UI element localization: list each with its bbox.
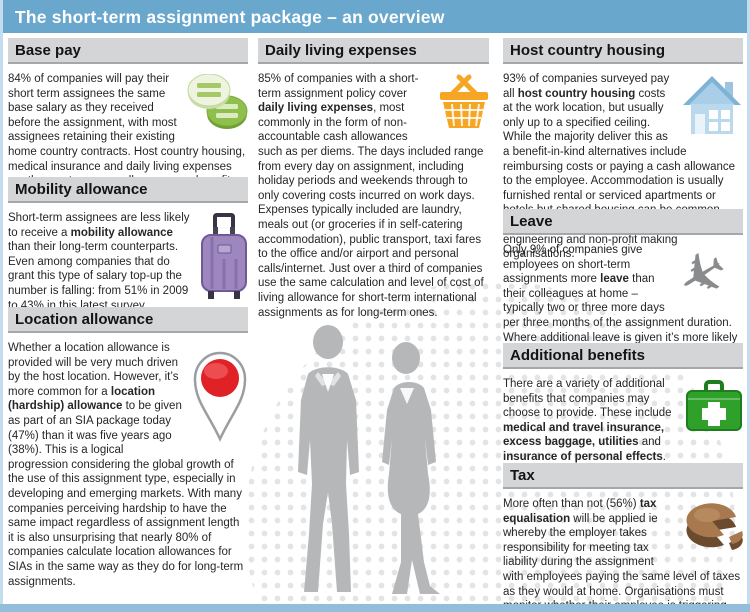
section-additional-benefits-header: Additional benefits (503, 343, 743, 369)
shopping-basket-icon (439, 74, 489, 135)
page-title: The short-term assignment package – an o… (15, 7, 445, 27)
section-tax: Tax More often than not (56%) tax equali… (503, 463, 743, 612)
section-daily-living-expenses: Daily living expenses 85% of companies w… (258, 38, 489, 320)
section-leave: Leave ✈ Only 9% of companies give employ… (503, 209, 743, 360)
map-pin-icon (192, 343, 248, 448)
woman-silhouette (382, 342, 440, 594)
equal-coins-icon (186, 73, 248, 135)
section-location-allowance: Location allowance Whether a location al… (8, 307, 248, 589)
airplane-icon: ✈ (665, 235, 741, 317)
section-host-country-housing-header: Host country housing (503, 38, 743, 64)
section-mobility-allowance-header: Mobility allowance (8, 177, 248, 203)
section-base-pay-header: Base pay (8, 38, 248, 64)
section-location-allowance-header: Location allowance (8, 307, 248, 333)
section-tax-header: Tax (503, 463, 743, 489)
page-left-border (0, 0, 3, 612)
first-aid-kit-icon (685, 379, 743, 438)
section-additional-benefits: Additional benefits There are a variety … (503, 343, 743, 465)
section-daily-living-expenses-header: Daily living expenses (258, 38, 489, 64)
house-icon (681, 74, 743, 141)
suitcase-icon (200, 213, 248, 306)
section-daily-living-expenses-text: 85% of companies with a short-term assig… (258, 73, 484, 319)
page-right-border (747, 0, 750, 612)
page-bottom-strip (0, 604, 750, 612)
section-leave-header: Leave (503, 209, 743, 235)
section-additional-benefits-text: There are a variety of additional benefi… (503, 378, 672, 463)
section-location-allowance-text: Whether a location allowance is provided… (8, 342, 244, 588)
business-people-silhouettes (298, 325, 440, 594)
page-title-bar: The short-term assignment package – an o… (3, 0, 747, 33)
section-mobility-allowance: Mobility allowance Short-term assignees … (8, 177, 248, 313)
pie-chart-icon (685, 499, 743, 556)
man-silhouette (298, 325, 359, 592)
